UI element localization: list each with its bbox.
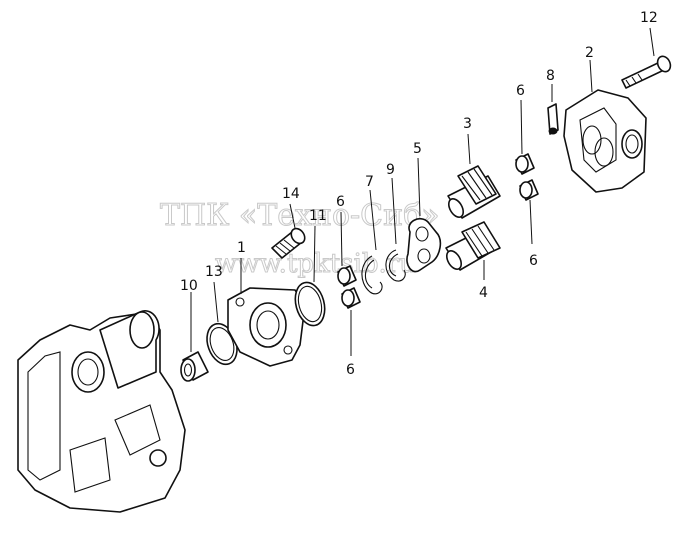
- driven-gear-part-4: [445, 221, 501, 280]
- callout-12: 12: [640, 10, 658, 26]
- callout-6-top-right: 6: [516, 83, 525, 99]
- bushing-part-6-lower-left: [341, 287, 361, 356]
- pump-housing: [17, 309, 186, 513]
- callout-11: 11: [309, 208, 327, 224]
- watermark-line2: www.tpktsib.ru: [215, 249, 416, 279]
- callout-10: 10: [180, 278, 198, 294]
- callout-14: 14: [282, 186, 300, 202]
- callout-9: 9: [386, 162, 395, 178]
- callout-13: 13: [205, 264, 223, 280]
- callout-3: 3: [463, 116, 472, 132]
- callout-6-bottom: 6: [346, 362, 355, 378]
- callout-4: 4: [479, 285, 488, 301]
- callout-5: 5: [413, 141, 422, 157]
- callout-8: 8: [546, 68, 555, 84]
- bushing-part-6-upper-left: [337, 211, 357, 287]
- bolt-part-12: [621, 27, 672, 89]
- screw-part-14: [271, 203, 306, 259]
- seal-plate-part-5: [406, 157, 442, 273]
- flange-cover-part-1: [227, 258, 306, 367]
- bushing-part-6-lower-right: [519, 179, 539, 245]
- callout-7: 7: [365, 174, 374, 190]
- drive-gear-part-3: [447, 133, 501, 219]
- clip-part-7: [361, 189, 383, 295]
- bushing-part-6-upper-right: [515, 99, 535, 175]
- callout-6-middle: 6: [336, 194, 345, 210]
- clip-part-9: [385, 177, 406, 282]
- o-ring-part-11: [294, 225, 326, 327]
- callout-6-right: 6: [529, 253, 538, 269]
- callout-1: 1: [237, 240, 246, 256]
- watermark-line1: ТПК «Техно-Сиб»: [160, 198, 440, 233]
- pump-body-part-2: [563, 59, 647, 193]
- dowel-pin-part-8: [547, 84, 559, 135]
- callout-2: 2: [585, 45, 594, 61]
- bushing-part-10: [180, 292, 209, 382]
